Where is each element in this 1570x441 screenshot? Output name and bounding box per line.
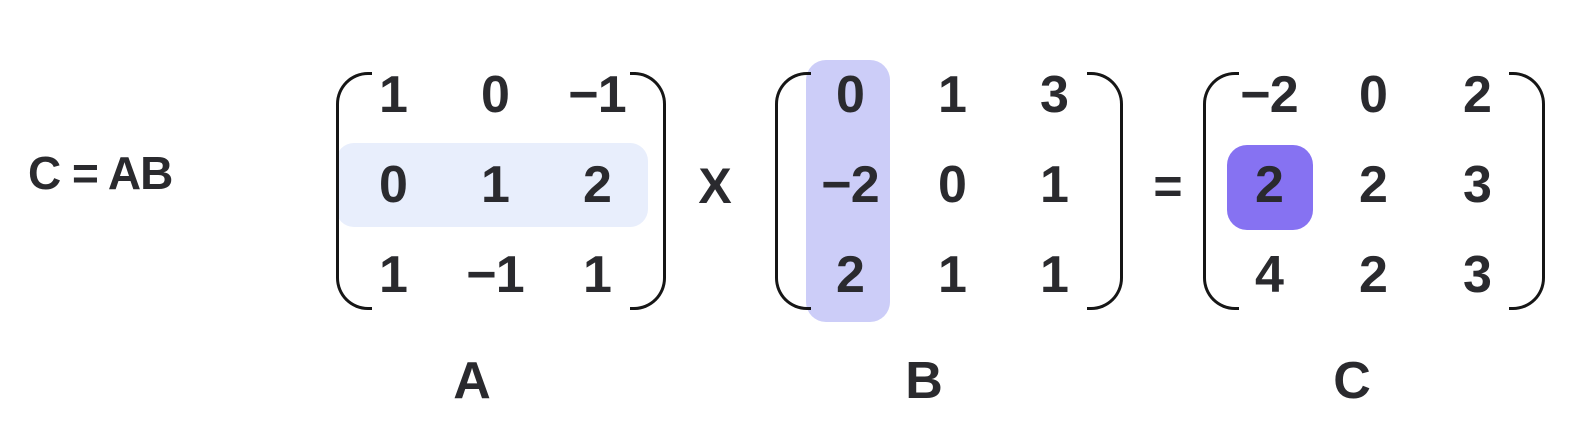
matrix-b-cell-2-1: 1	[938, 246, 967, 304]
matrix-c-cell-0-2: 2	[1463, 66, 1492, 124]
matrix-b-cell-0-0: 0	[836, 66, 865, 124]
matrix-c-cell-2-0: 4	[1255, 246, 1284, 304]
matrix-b-label: B	[905, 352, 943, 410]
matrix-a-cell-0-0: 1	[379, 66, 408, 124]
matrix-b-cell-2-2: 1	[1040, 246, 1069, 304]
matrix-c-cell-0-1: 0	[1359, 66, 1388, 124]
matrix-c-cells: −2 0 2 2 2 3 4 2 3	[1217, 50, 1529, 320]
matrix-a-cell-1-0: 0	[379, 156, 408, 214]
matrix-c-cell-1-0: 2	[1255, 156, 1284, 214]
matrix-b-cell-0-2: 3	[1040, 66, 1069, 124]
matrix-a: 1 0 −1 0 1 2 1 −1 1	[336, 50, 666, 330]
matrix-a-row-highlight	[336, 143, 648, 227]
matrix-b-cell-0-1: 1	[938, 66, 967, 124]
matrix-a-cell-2-0: 1	[379, 246, 408, 304]
matrix-a-cell-1-1: 1	[481, 156, 510, 214]
matrix-a-cell-2-1: −1	[466, 246, 524, 304]
matrix-b-cell-1-0: −2	[821, 156, 879, 214]
matrix-c-label: C	[1333, 352, 1371, 410]
matrix-c-cell-0-0: −2	[1240, 66, 1298, 124]
matrix-c-cell-highlight	[1227, 145, 1313, 230]
matrix-b: 0 1 3 −2 0 1 2 1 1	[775, 50, 1123, 330]
matrix-a-label: A	[453, 352, 491, 410]
matrix-c-cell-2-1: 2	[1359, 246, 1388, 304]
matrix-a-cell-0-1: 0	[481, 66, 510, 124]
matrix-c-cell-2-2: 3	[1463, 246, 1492, 304]
multiply-operator: X	[698, 158, 732, 214]
matrix-a-cell-0-2: −1	[568, 66, 626, 124]
matrix-c-cell-1-1: 2	[1359, 156, 1388, 214]
matrix-a-cells: 1 0 −1 0 1 2 1 −1 1	[342, 50, 648, 320]
matrix-b-cell-1-1: 0	[938, 156, 967, 214]
matrix-a-cell-1-2: 2	[583, 156, 612, 214]
matrix-c-cell-1-2: 3	[1463, 156, 1492, 214]
equation-title: C = AB	[28, 147, 173, 199]
matrix-b-column-highlight	[806, 60, 890, 322]
matrix-b-cell-2-0: 2	[836, 246, 865, 304]
matrix-a-cell-2-2: 1	[583, 246, 612, 304]
matrix-c: −2 0 2 2 2 3 4 2 3	[1203, 50, 1545, 330]
equals-operator: =	[1153, 158, 1183, 214]
matrix-b-cell-1-2: 1	[1040, 156, 1069, 214]
matrix-b-cells: 0 1 3 −2 0 1 2 1 1	[799, 50, 1105, 320]
